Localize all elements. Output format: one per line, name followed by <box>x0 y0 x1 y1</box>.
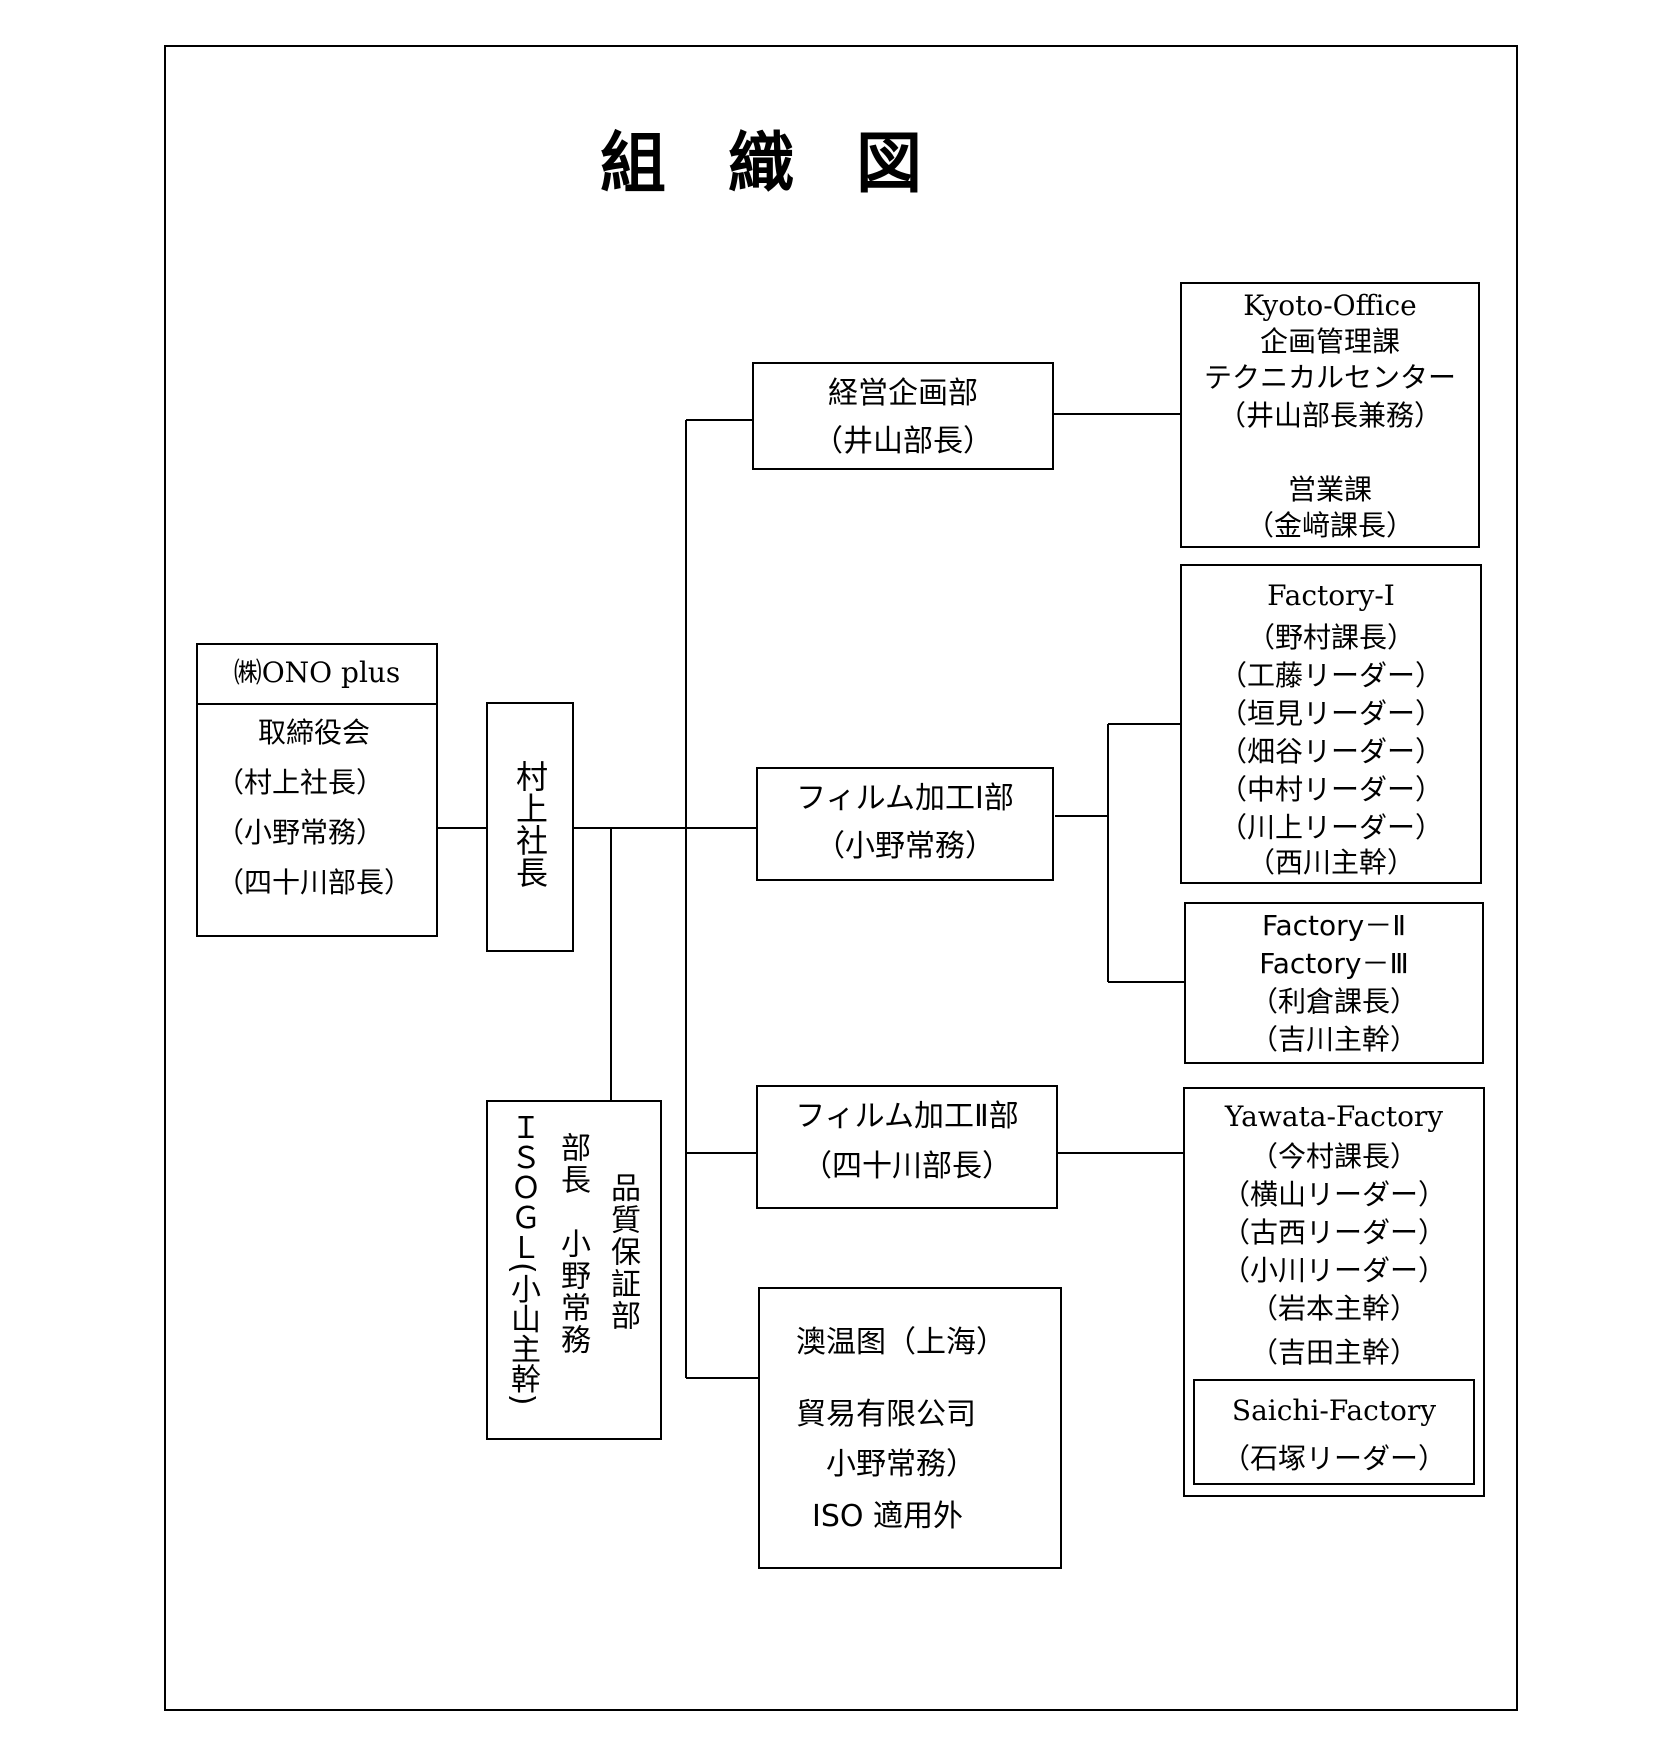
factory23-box: Factory－Ⅱ Factory－Ⅲ （利倉課長） （吉川主幹） <box>1184 902 1484 1064</box>
kyoto-line-3: （井山部長兼務） <box>1217 399 1442 432</box>
shanghai-box: 澳温图（上海） 貿易有限公司 小野常務） ISO 適用外 <box>758 1287 1062 1569</box>
yawata-line-3: （古西リーダー） <box>1221 1216 1446 1249</box>
yawata-line-6: （吉田主幹） <box>1249 1336 1418 1369</box>
title-char-3: 図 <box>856 125 922 202</box>
kyoto-line-5: 営業課 <box>1287 473 1372 506</box>
diagram-frame <box>164 45 1518 1711</box>
factory23-line-3: （利倉課長） <box>1249 985 1418 1018</box>
qa-box: 品質保証部 部長 小野常務 ＩＳＯＧＬ(小山主幹) <box>486 1100 662 1440</box>
kyoto-office-box: Kyoto-Office 企画管理課 テクニカルセンター （井山部長兼務） 営業… <box>1180 282 1480 548</box>
factory23-line-2: Factory－Ⅲ <box>1259 947 1409 980</box>
yawata-name: Yawata-Factory <box>1224 1100 1444 1133</box>
board-box: ㈱ONO plus 取締役会 （村上社長） （小野常務） （四十川部長） <box>196 643 438 937</box>
title-char-2: 織 <box>728 125 794 202</box>
film2-name: フィルム加工Ⅱ部 <box>795 1099 1019 1134</box>
board-line-4: （四十川部長） <box>216 866 413 899</box>
president-label: 村上社長 <box>511 760 549 888</box>
film2-head: （四十川部長） <box>802 1149 1012 1184</box>
factory1-line-5: （中村リーダー） <box>1218 773 1443 806</box>
yawata-line-1: （今村課長） <box>1249 1140 1418 1173</box>
planning-name: 経営企画部 <box>828 376 978 411</box>
kyoto-line-1: 企画管理課 <box>1259 325 1400 358</box>
board-line-2: （村上社長） <box>216 766 385 799</box>
board-line-1: 取締役会 <box>258 716 371 749</box>
factory23-line-1: Factory－Ⅱ <box>1261 909 1407 942</box>
shanghai-line-4: ISO 適用外 <box>812 1499 964 1534</box>
shanghai-line-2: 貿易有限公司 <box>796 1397 976 1432</box>
factory1-line-1: （野村課長） <box>1246 621 1415 654</box>
title-char-1: 組 <box>600 125 666 202</box>
saichi-head: （石塚リーダー） <box>1221 1442 1446 1475</box>
yawata-line-5: （岩本主幹） <box>1249 1292 1418 1325</box>
factory1-line-6: （川上リーダー） <box>1218 811 1443 844</box>
factory1-name: Factory‐Ⅰ <box>1267 579 1395 612</box>
kyoto-office-name: Kyoto-Office <box>1243 289 1417 322</box>
film1-box: フィルム加工Ⅰ部 （小野常務） <box>756 767 1054 881</box>
saichi-name: Saichi-Factory <box>1231 1394 1437 1427</box>
kyoto-line-2: テクニカルセンター <box>1203 361 1456 394</box>
board-company: ㈱ONO plus <box>233 656 401 689</box>
factory23-line-4: （吉川主幹） <box>1249 1023 1418 1056</box>
film2-box: フィルム加工Ⅱ部 （四十川部長） <box>756 1085 1058 1209</box>
factory1-line-2: （工藤リーダー） <box>1218 659 1443 692</box>
saichi-factory-box: Saichi-Factory （石塚リーダー） <box>1193 1379 1475 1485</box>
factory1-line-4: （畑谷リーダー） <box>1218 735 1443 768</box>
board-line-3: （小野常務） <box>216 816 385 849</box>
factory1-box: Factory‐Ⅰ （野村課長） （工藤リーダー） （垣見リーダー） （畑谷リー… <box>1180 564 1482 884</box>
board-company-cell: ㈱ONO plus <box>198 645 436 705</box>
planning-head: （井山部長） <box>813 424 993 459</box>
shanghai-line-1: 澳温图（上海） <box>796 1325 1006 1360</box>
shanghai-line-3: 小野常務） <box>826 1447 976 1482</box>
film1-head: （小野常務） <box>815 829 995 864</box>
yawata-line-2: （横山リーダー） <box>1221 1178 1446 1211</box>
page-title: 組織図 <box>600 110 980 206</box>
film1-name: フィルム加工Ⅰ部 <box>796 781 1014 816</box>
factory1-line-7: （西川主幹） <box>1246 846 1415 879</box>
yawata-line-4: （小川リーダー） <box>1221 1254 1446 1287</box>
kyoto-line-6: （金﨑課長） <box>1245 509 1414 542</box>
qa-head: 部長 小野常務 <box>555 1132 590 1356</box>
factory1-line-3: （垣見リーダー） <box>1218 697 1443 730</box>
planning-box: 経営企画部 （井山部長） <box>752 362 1054 470</box>
qa-isogl: ＩＳＯＧＬ(小山主幹) <box>505 1112 540 1406</box>
president-box: 村上社長 <box>486 702 574 952</box>
yawata-factory-box: Yawata-Factory （今村課長） （横山リーダー） （古西リーダー） … <box>1183 1087 1485 1497</box>
qa-dept: 品質保証部 <box>605 1172 640 1332</box>
